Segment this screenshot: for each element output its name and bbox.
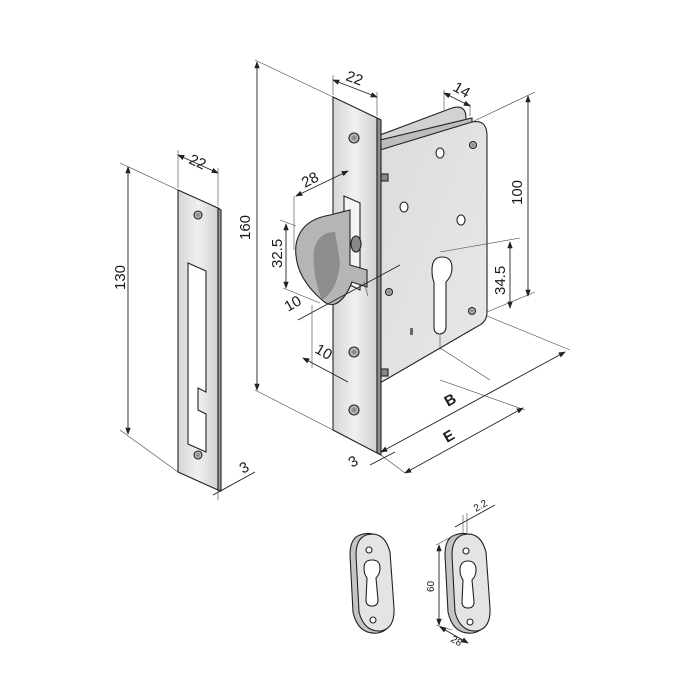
latch-height-label: 32.5 (269, 239, 286, 268)
strike-slot (187, 262, 207, 453)
total-height-label: 160 (237, 215, 254, 240)
escutcheon-thickness-label: 2.2 (472, 498, 490, 515)
lock-dimensions (254, 59, 571, 474)
faceplate-screw-hole (348, 346, 360, 358)
distance-label: E (441, 427, 458, 447)
screw-hole (193, 210, 203, 220)
escutcheon-dimensions (435, 504, 496, 644)
cylinder-hole (431, 256, 453, 335)
latch-offset-label: 10 (282, 292, 305, 315)
case-screw (468, 140, 478, 150)
case-depth-label: 14 (450, 79, 473, 102)
escutcheon-side (444, 532, 491, 634)
latch-projection-label: 28 (299, 169, 322, 192)
faceplate-screw-hole (348, 404, 360, 416)
escutcheon-front (349, 532, 395, 634)
screw-hole (193, 450, 203, 460)
case-height-label: 100 (509, 180, 526, 205)
cylinder-offset-label: 34.5 (492, 266, 509, 295)
strike-plate (177, 189, 222, 492)
backset-label: B (442, 390, 460, 410)
escutcheon-height-label: 60 (426, 580, 437, 592)
faceplate-offset-label: 10 (312, 341, 335, 364)
case-screw (384, 287, 394, 297)
faceplate-width-label: 22 (344, 68, 365, 90)
strike-thickness-label: 3 (237, 459, 253, 478)
faceplate-screw-hole (348, 132, 360, 144)
escutcheon-width-label: 28 (449, 634, 465, 649)
strike-dimensions (119, 150, 256, 500)
lock-case (379, 106, 488, 384)
strike-height-label: 130 (112, 265, 129, 290)
latch-hook (295, 209, 368, 306)
case-screw (467, 306, 477, 316)
faceplate-thickness-label: 3 (346, 453, 362, 472)
strike-width-label: 22 (186, 151, 208, 173)
